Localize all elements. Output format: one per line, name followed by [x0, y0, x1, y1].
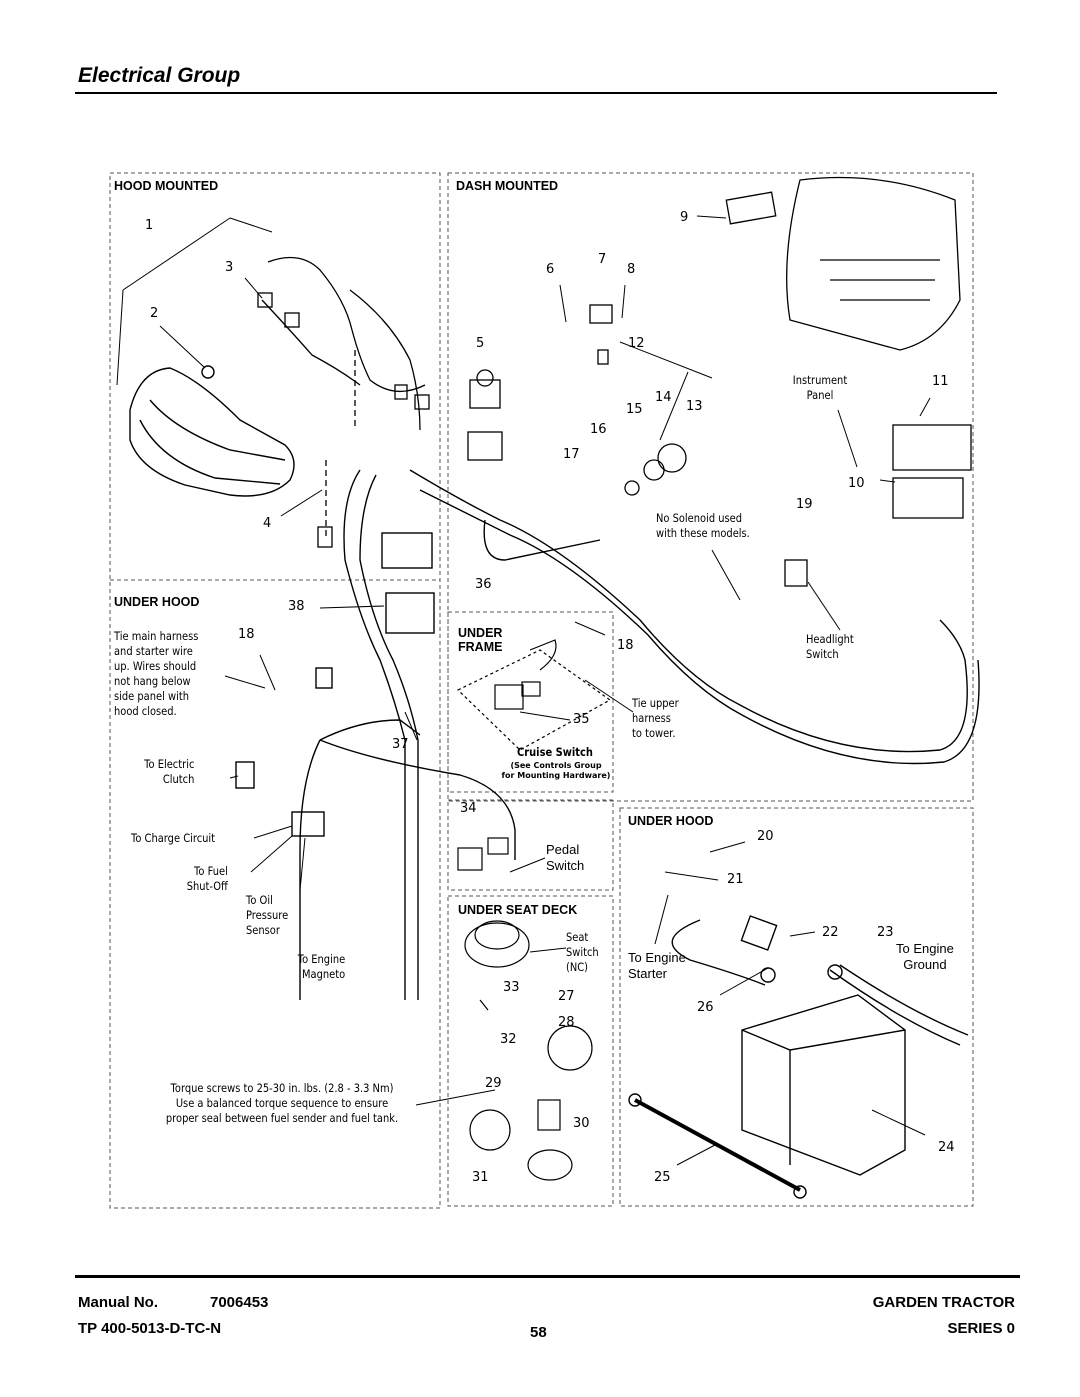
section-under-frame: UNDER FRAME	[458, 626, 503, 654]
section-borders	[109, 172, 974, 1209]
note-to-electric-clutch: To Electric Clutch	[143, 757, 194, 786]
callout-33: 33	[503, 980, 520, 995]
section-under-hood-right: UNDER HOOD	[628, 814, 714, 828]
section-under-seat-deck: UNDER SEAT DECK	[458, 903, 578, 917]
callout-8: 8	[627, 262, 636, 277]
callout-36: 36	[475, 577, 492, 592]
callout-29: 29	[485, 1076, 502, 1091]
hood-harness	[257, 256, 430, 548]
cruise-switch-art	[456, 639, 612, 751]
callout-14: 14	[655, 390, 672, 405]
callout-13: 13	[686, 399, 703, 414]
callout-17: 17	[563, 447, 580, 462]
callout-22: 22	[822, 925, 839, 940]
callout-18-left: 18	[238, 627, 255, 642]
callout-27: 27	[558, 989, 575, 1004]
callout-11: 11	[932, 374, 949, 389]
callout-7: 7	[598, 252, 607, 267]
note-torque: Torque screws to 25-30 in. lbs. (2.8 - 3…	[165, 1081, 399, 1125]
callout-35: 35	[573, 712, 590, 727]
pedal-seat-switches	[457, 837, 593, 1181]
callout-9: 9	[680, 210, 689, 225]
callout-1: 1	[145, 218, 154, 233]
battery-art	[628, 915, 969, 1199]
section-hood-mounted: HOOD MOUNTED	[114, 179, 219, 193]
note-pedal-switch: Pedal Switch	[546, 842, 585, 873]
title-rule	[75, 92, 997, 94]
leader-lines	[116, 215, 931, 1166]
note-headlight-switch: Headlight Switch	[806, 632, 854, 661]
callout-3: 3	[225, 260, 234, 275]
footer-product: GARDEN TRACTOR	[872, 1294, 1015, 1311]
callout-30: 30	[573, 1116, 590, 1131]
callout-2: 2	[150, 306, 159, 321]
note-seat-switch: Seat Switch (NC)	[566, 930, 599, 974]
main-harness	[235, 469, 980, 1000]
footer-page-number: 58	[530, 1324, 547, 1341]
footer-manual-label: Manual No.	[78, 1294, 159, 1311]
note-to-engine-ground: To Engine Ground	[896, 941, 954, 972]
footer-manual-number: 7006453	[210, 1294, 269, 1311]
callout-21: 21	[727, 872, 744, 887]
note-to-engine-starter: To Engine Starter	[628, 950, 686, 981]
callout-26: 26	[697, 1000, 714, 1015]
callout-31: 31	[472, 1170, 489, 1185]
callout-20: 20	[757, 829, 774, 844]
callout-25: 25	[654, 1170, 671, 1185]
callout-19: 19	[796, 497, 813, 512]
callout-28: 28	[558, 1015, 575, 1030]
note-tie-upper-harness: Tie upper harness to tower.	[632, 696, 679, 740]
callout-4: 4	[263, 516, 272, 531]
note-cruise-switch: Cruise Switch	[517, 745, 593, 759]
note-to-fuel-shutoff: To Fuel Shut-Off	[186, 864, 228, 893]
callout-23: 23	[877, 925, 894, 940]
callout-34: 34	[460, 801, 477, 816]
callout-18-right: 18	[617, 638, 634, 653]
callout-16: 16	[590, 422, 607, 437]
headlight-assembly	[129, 365, 295, 497]
callout-12: 12	[628, 336, 645, 351]
callout-32: 32	[500, 1032, 517, 1047]
callout-24: 24	[938, 1140, 955, 1155]
callout-10: 10	[848, 476, 865, 491]
callout-6: 6	[546, 262, 555, 277]
footer-tp-number: TP 400-5013-D-TC-N	[78, 1320, 222, 1337]
callout-15: 15	[626, 402, 643, 417]
callout-38: 38	[288, 599, 305, 614]
section-under-hood-left: UNDER HOOD	[114, 595, 200, 609]
note-tie-main-harness: Tie main harness and starter wire up. Wi…	[114, 629, 199, 718]
note-cruise-ref: (See Controls Group for Mounting Hardwar…	[501, 761, 611, 780]
footer-rule	[75, 1275, 1020, 1278]
note-instrument-panel: Instrument Panel	[792, 373, 848, 402]
callout-37: 37	[392, 737, 409, 752]
note-no-solenoid: No Solenoid used with these models.	[656, 511, 750, 540]
note-to-oil-pressure: To Oil Pressure Sensor	[246, 893, 289, 937]
note-to-engine-magneto: To Engine Magneto	[297, 952, 345, 981]
page-title: Electrical Group	[78, 64, 241, 87]
section-dash-mounted: DASH MOUNTED	[456, 179, 559, 193]
dash-components	[467, 176, 972, 587]
callout-5: 5	[476, 336, 485, 351]
note-to-charge-circuit: To Charge Circuit	[131, 831, 216, 845]
footer-series: SERIES 0	[947, 1320, 1015, 1337]
